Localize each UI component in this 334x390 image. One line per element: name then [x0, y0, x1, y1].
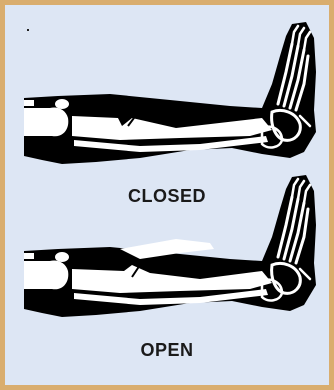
closed-fracture-leg: [24, 22, 316, 164]
open-label: OPEN: [0, 340, 334, 361]
closed-label: CLOSED: [0, 186, 334, 207]
